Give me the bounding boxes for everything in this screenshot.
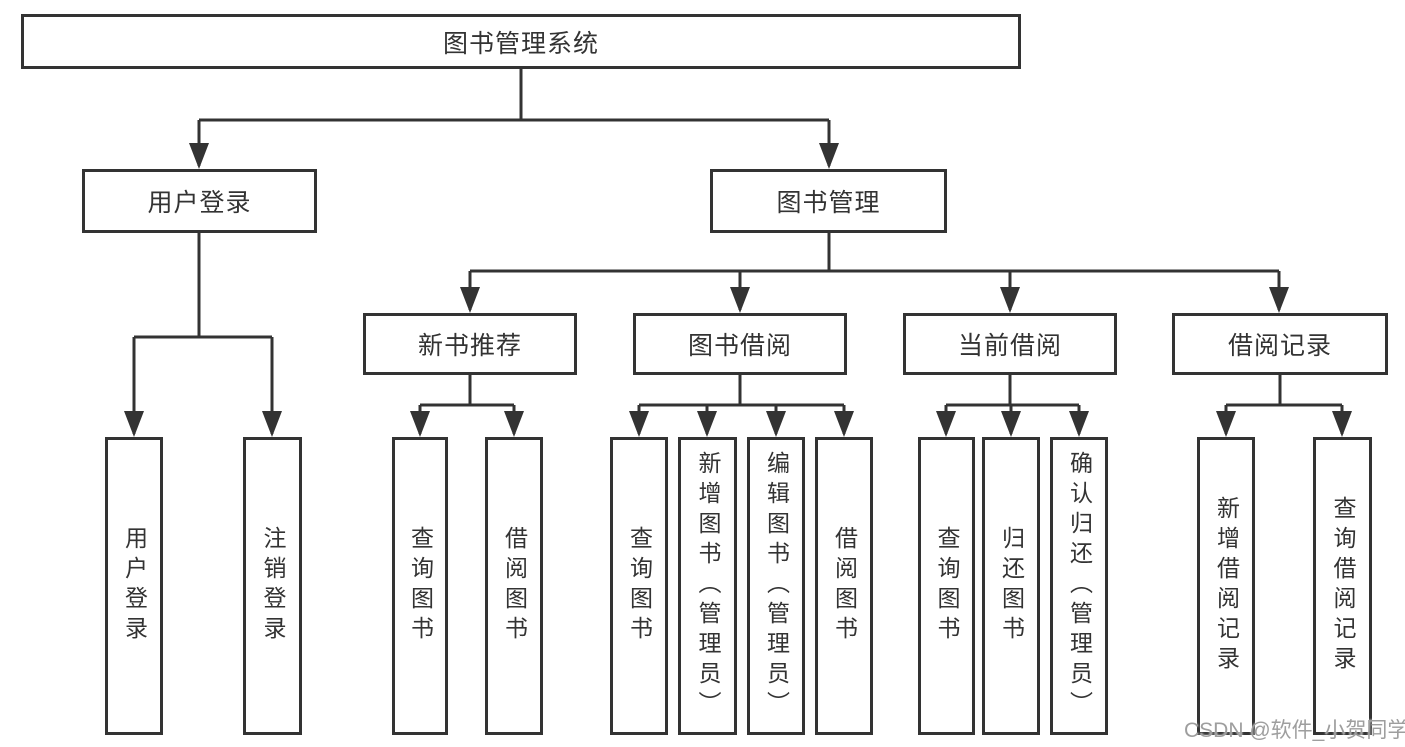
leaf-add-book-admin: 新增图书（管理员） [678, 437, 737, 735]
node-book-borrowing-label: 图书借阅 [687, 332, 792, 360]
arrowheads [124, 143, 1352, 437]
node-user-login: 用户登录 [82, 169, 317, 233]
csdn-watermark: CSDN @软件_小贺同学 [1184, 719, 1405, 742]
leaf-user-login: 用户登录 [105, 437, 163, 735]
leaf-return-book-label: 归还图书 [998, 526, 1025, 646]
node-book-borrowing: 图书借阅 [633, 313, 847, 375]
leaf-edit-book-admin: 编辑图书（管理员） [747, 437, 805, 735]
leaf-return-book: 归还图书 [982, 437, 1040, 735]
node-borrowing-records: 借阅记录 [1172, 313, 1388, 375]
leaf-borrow-books: 借阅图书 [815, 437, 873, 735]
leaf-query-books-current-label: 查询图书 [934, 526, 960, 646]
leaf-logout-label: 注销登录 [260, 526, 286, 646]
node-user-login-label: 用户登录 [147, 189, 252, 217]
leaf-user-login-label: 用户登录 [121, 526, 148, 646]
leaf-add-borrow-record: 新增借阅记录 [1197, 437, 1255, 735]
leaf-add-borrow-record-label: 新增借阅记录 [1213, 496, 1240, 676]
node-book-management-label: 图书管理 [776, 189, 881, 217]
leaf-query-books-borrow-label: 查询图书 [626, 526, 653, 646]
node-borrowing-records-label: 借阅记录 [1227, 332, 1332, 360]
leaf-borrow-books-label: 借阅图书 [831, 526, 858, 646]
leaf-edit-book-admin-label: 编辑图书（管理员） [763, 451, 790, 721]
leaf-query-books-recommend: 查询图书 [392, 437, 448, 735]
leaf-query-borrow-record-label: 查询借阅记录 [1330, 496, 1356, 676]
node-new-book-recommendation-label: 新书推荐 [417, 332, 522, 360]
node-root: 图书管理系统 [21, 14, 1021, 69]
leaf-query-books-current: 查询图书 [918, 437, 975, 735]
leaf-query-books-recommend-label: 查询图书 [407, 526, 434, 646]
leaf-add-book-admin-label: 新增图书（管理员） [695, 451, 721, 721]
leaf-logout: 注销登录 [243, 437, 302, 735]
leaf-confirm-return-admin-label: 确认归还（管理员） [1066, 451, 1093, 721]
node-root-label: 图书管理系统 [442, 29, 599, 58]
leaf-confirm-return-admin: 确认归还（管理员） [1050, 437, 1108, 735]
leaf-query-borrow-record: 查询借阅记录 [1313, 437, 1372, 735]
leaf-borrow-books-recommend-label: 借阅图书 [501, 526, 528, 646]
node-book-management: 图书管理 [710, 169, 947, 233]
node-current-borrowing-label: 当前借阅 [957, 332, 1062, 360]
leaf-query-books-borrow: 查询图书 [610, 437, 668, 735]
connector-shafts [132, 69, 1344, 434]
node-current-borrowing: 当前借阅 [903, 313, 1117, 375]
leaf-borrow-books-recommend: 借阅图书 [485, 437, 543, 735]
node-new-book-recommendation: 新书推荐 [363, 313, 577, 375]
